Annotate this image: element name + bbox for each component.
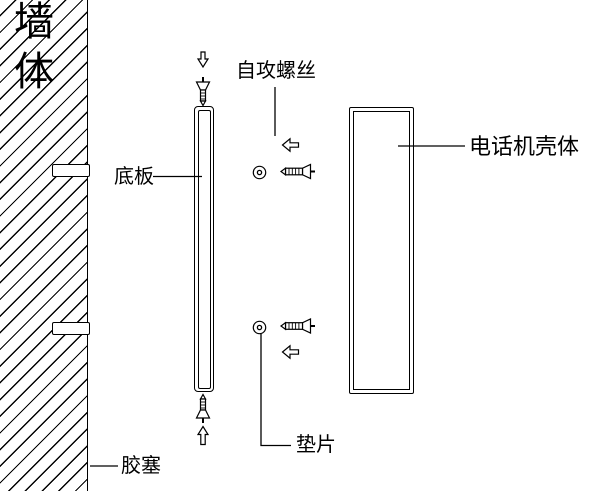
base-plate-inner-line (197, 109, 211, 389)
rubber-plug-top (52, 164, 90, 177)
screw-horizontal-top (279, 163, 315, 180)
arrow-down-icon (196, 51, 210, 69)
arrow-left-top-icon (281, 137, 300, 153)
label-washer: 垫片 (296, 434, 336, 456)
base-plate (194, 106, 214, 392)
rubber-plug-bottom (52, 322, 90, 335)
screw-horizontal-bottom (279, 318, 315, 334)
label-rubber-plug: 胶塞 (121, 455, 161, 477)
label-phone-housing: 电话机壳体 (469, 134, 580, 159)
label-base-plate: 底板 (114, 166, 154, 188)
wall-hatch (0, 0, 88, 491)
leader-washer (260, 334, 291, 447)
washer-top (252, 165, 267, 180)
label-self-tapping-screw: 自攻螺丝 (236, 60, 316, 82)
screw-vertical-bottom (195, 393, 211, 423)
phone-housing (349, 107, 414, 394)
phone-housing-inner-line (353, 111, 410, 390)
arrow-up-icon (196, 425, 210, 446)
screw-vertical-top (195, 77, 211, 107)
arrow-left-bottom-icon (281, 344, 300, 360)
label-wall: 墙体 (8, 0, 52, 100)
washer-bottom (252, 320, 267, 335)
